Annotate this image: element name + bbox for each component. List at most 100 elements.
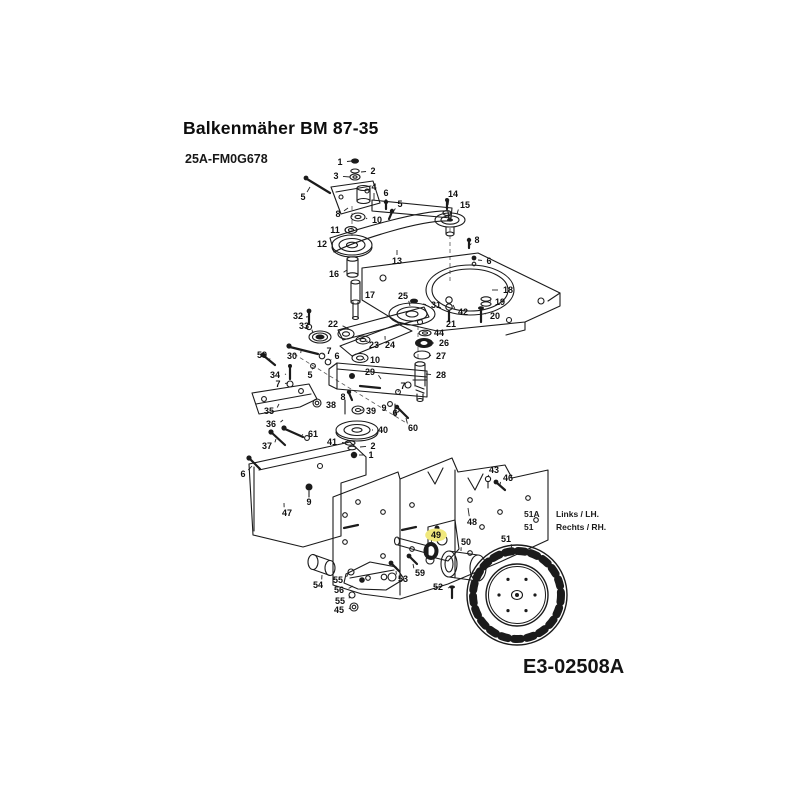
lower-belt xyxy=(339,323,413,357)
callout-6: 6 xyxy=(334,351,339,361)
legend-ref: 51A xyxy=(524,509,540,519)
callout-9: 9 xyxy=(381,403,386,413)
callout-leader-10 xyxy=(365,217,368,220)
callout-47: 47 xyxy=(282,508,292,518)
callout-leader-31 xyxy=(422,303,427,305)
drawing-code: E3-02508A xyxy=(523,656,625,678)
callout-44: 44 xyxy=(434,328,444,338)
callout-34: 34 xyxy=(270,370,280,380)
callout-leader-51 xyxy=(510,544,513,550)
callout-leader-5 xyxy=(312,366,314,370)
callout-59: 59 xyxy=(415,568,425,578)
callout-37: 37 xyxy=(262,441,272,451)
callout-2: 2 xyxy=(370,166,375,176)
callout-60: 60 xyxy=(408,423,418,433)
callout-35: 35 xyxy=(264,406,274,416)
callout-leader-5 xyxy=(306,186,311,193)
callout-5: 5 xyxy=(397,199,402,209)
callout-32: 32 xyxy=(293,311,303,321)
chain-guard xyxy=(246,441,367,548)
callout-13: 13 xyxy=(392,256,402,266)
callout-9: 9 xyxy=(306,497,311,507)
callout-6: 6 xyxy=(486,256,491,266)
callout-leader-7 xyxy=(397,390,399,393)
callout-26: 26 xyxy=(439,338,449,348)
callout-leader-23 xyxy=(365,340,369,343)
callout-51: 51 xyxy=(501,534,511,544)
callout-leader-48 xyxy=(467,507,470,517)
callout-28: 28 xyxy=(436,370,446,380)
callout-11: 11 xyxy=(330,225,340,235)
callout-5: 5 xyxy=(307,370,312,380)
callout-leader-45 xyxy=(348,607,351,610)
pulley-25 xyxy=(388,298,436,326)
callout-leader-60 xyxy=(405,417,408,424)
callout-7: 7 xyxy=(275,379,280,389)
callout-24: 24 xyxy=(385,340,395,350)
highlight-marker xyxy=(425,528,447,542)
callout-61: 61 xyxy=(308,429,318,439)
model-code: 25A-FM0G678 xyxy=(185,152,268,166)
pulley-15 xyxy=(434,198,477,267)
callout-40: 40 xyxy=(378,425,388,435)
callout-leader-37 xyxy=(274,438,277,443)
callout-6: 6 xyxy=(392,408,397,418)
callout-5: 5 xyxy=(300,192,305,202)
page-title: Balkenmäher BM 87-35 xyxy=(183,118,379,138)
callout-leader-16 xyxy=(343,269,348,273)
callout-7: 7 xyxy=(400,381,405,391)
callout-16: 16 xyxy=(329,269,339,279)
callout-30: 30 xyxy=(287,351,297,361)
callout-leader-22 xyxy=(342,325,350,330)
callout-leader-8 xyxy=(343,207,349,212)
callout-leader-6 xyxy=(329,359,332,362)
callout-38: 38 xyxy=(326,400,336,410)
callout-45: 45 xyxy=(334,605,344,615)
callout-20: 20 xyxy=(490,311,500,321)
callout-4: 4 xyxy=(371,182,376,192)
callout-10: 10 xyxy=(370,355,380,365)
callout-leader-49 xyxy=(430,540,432,546)
callout-33: 33 xyxy=(299,321,309,331)
callout-36: 36 xyxy=(266,419,276,429)
callout-18: 18 xyxy=(503,285,513,295)
engine-mount-plate xyxy=(346,252,561,336)
callout-15: 15 xyxy=(460,200,470,210)
callout-46: 46 xyxy=(503,473,513,483)
top-fastener-stack xyxy=(303,158,361,195)
legend-label: Rechts / RH. xyxy=(556,522,607,532)
callout-14: 14 xyxy=(448,189,458,199)
callout-leader-2 xyxy=(359,446,367,448)
callout-3: 3 xyxy=(333,171,338,181)
lower-lever-arm xyxy=(337,306,430,341)
callout-50: 50 xyxy=(461,537,471,547)
callout-leader-33 xyxy=(311,329,314,334)
tensioner-cluster xyxy=(251,308,428,420)
callout-39: 39 xyxy=(366,406,376,416)
callout-48: 48 xyxy=(467,517,477,527)
callout-leader-5 xyxy=(392,208,396,213)
callout-leader-55 xyxy=(346,573,349,578)
callout-55: 55 xyxy=(335,596,345,606)
callout-8: 8 xyxy=(474,235,479,245)
callout-leader-8 xyxy=(469,243,472,246)
callout-54: 54 xyxy=(313,580,323,590)
callout-leader-15 xyxy=(456,209,459,215)
callout-6: 6 xyxy=(383,188,388,198)
callout-leader-2 xyxy=(360,171,367,173)
callout-27: 27 xyxy=(436,351,446,361)
drive-wheel xyxy=(466,544,568,646)
callout-leader-59 xyxy=(268,358,271,361)
callout-6: 6 xyxy=(240,469,245,479)
callout-leader-3 xyxy=(342,175,351,178)
callout-leader-35 xyxy=(276,403,280,408)
callout-leader-36 xyxy=(280,419,284,423)
pulley-40-stack xyxy=(268,405,379,459)
callout-leader-43 xyxy=(487,474,490,478)
callout-leader-42 xyxy=(452,304,456,309)
callout-leader-56 xyxy=(348,585,354,589)
callout-1: 1 xyxy=(368,450,373,460)
